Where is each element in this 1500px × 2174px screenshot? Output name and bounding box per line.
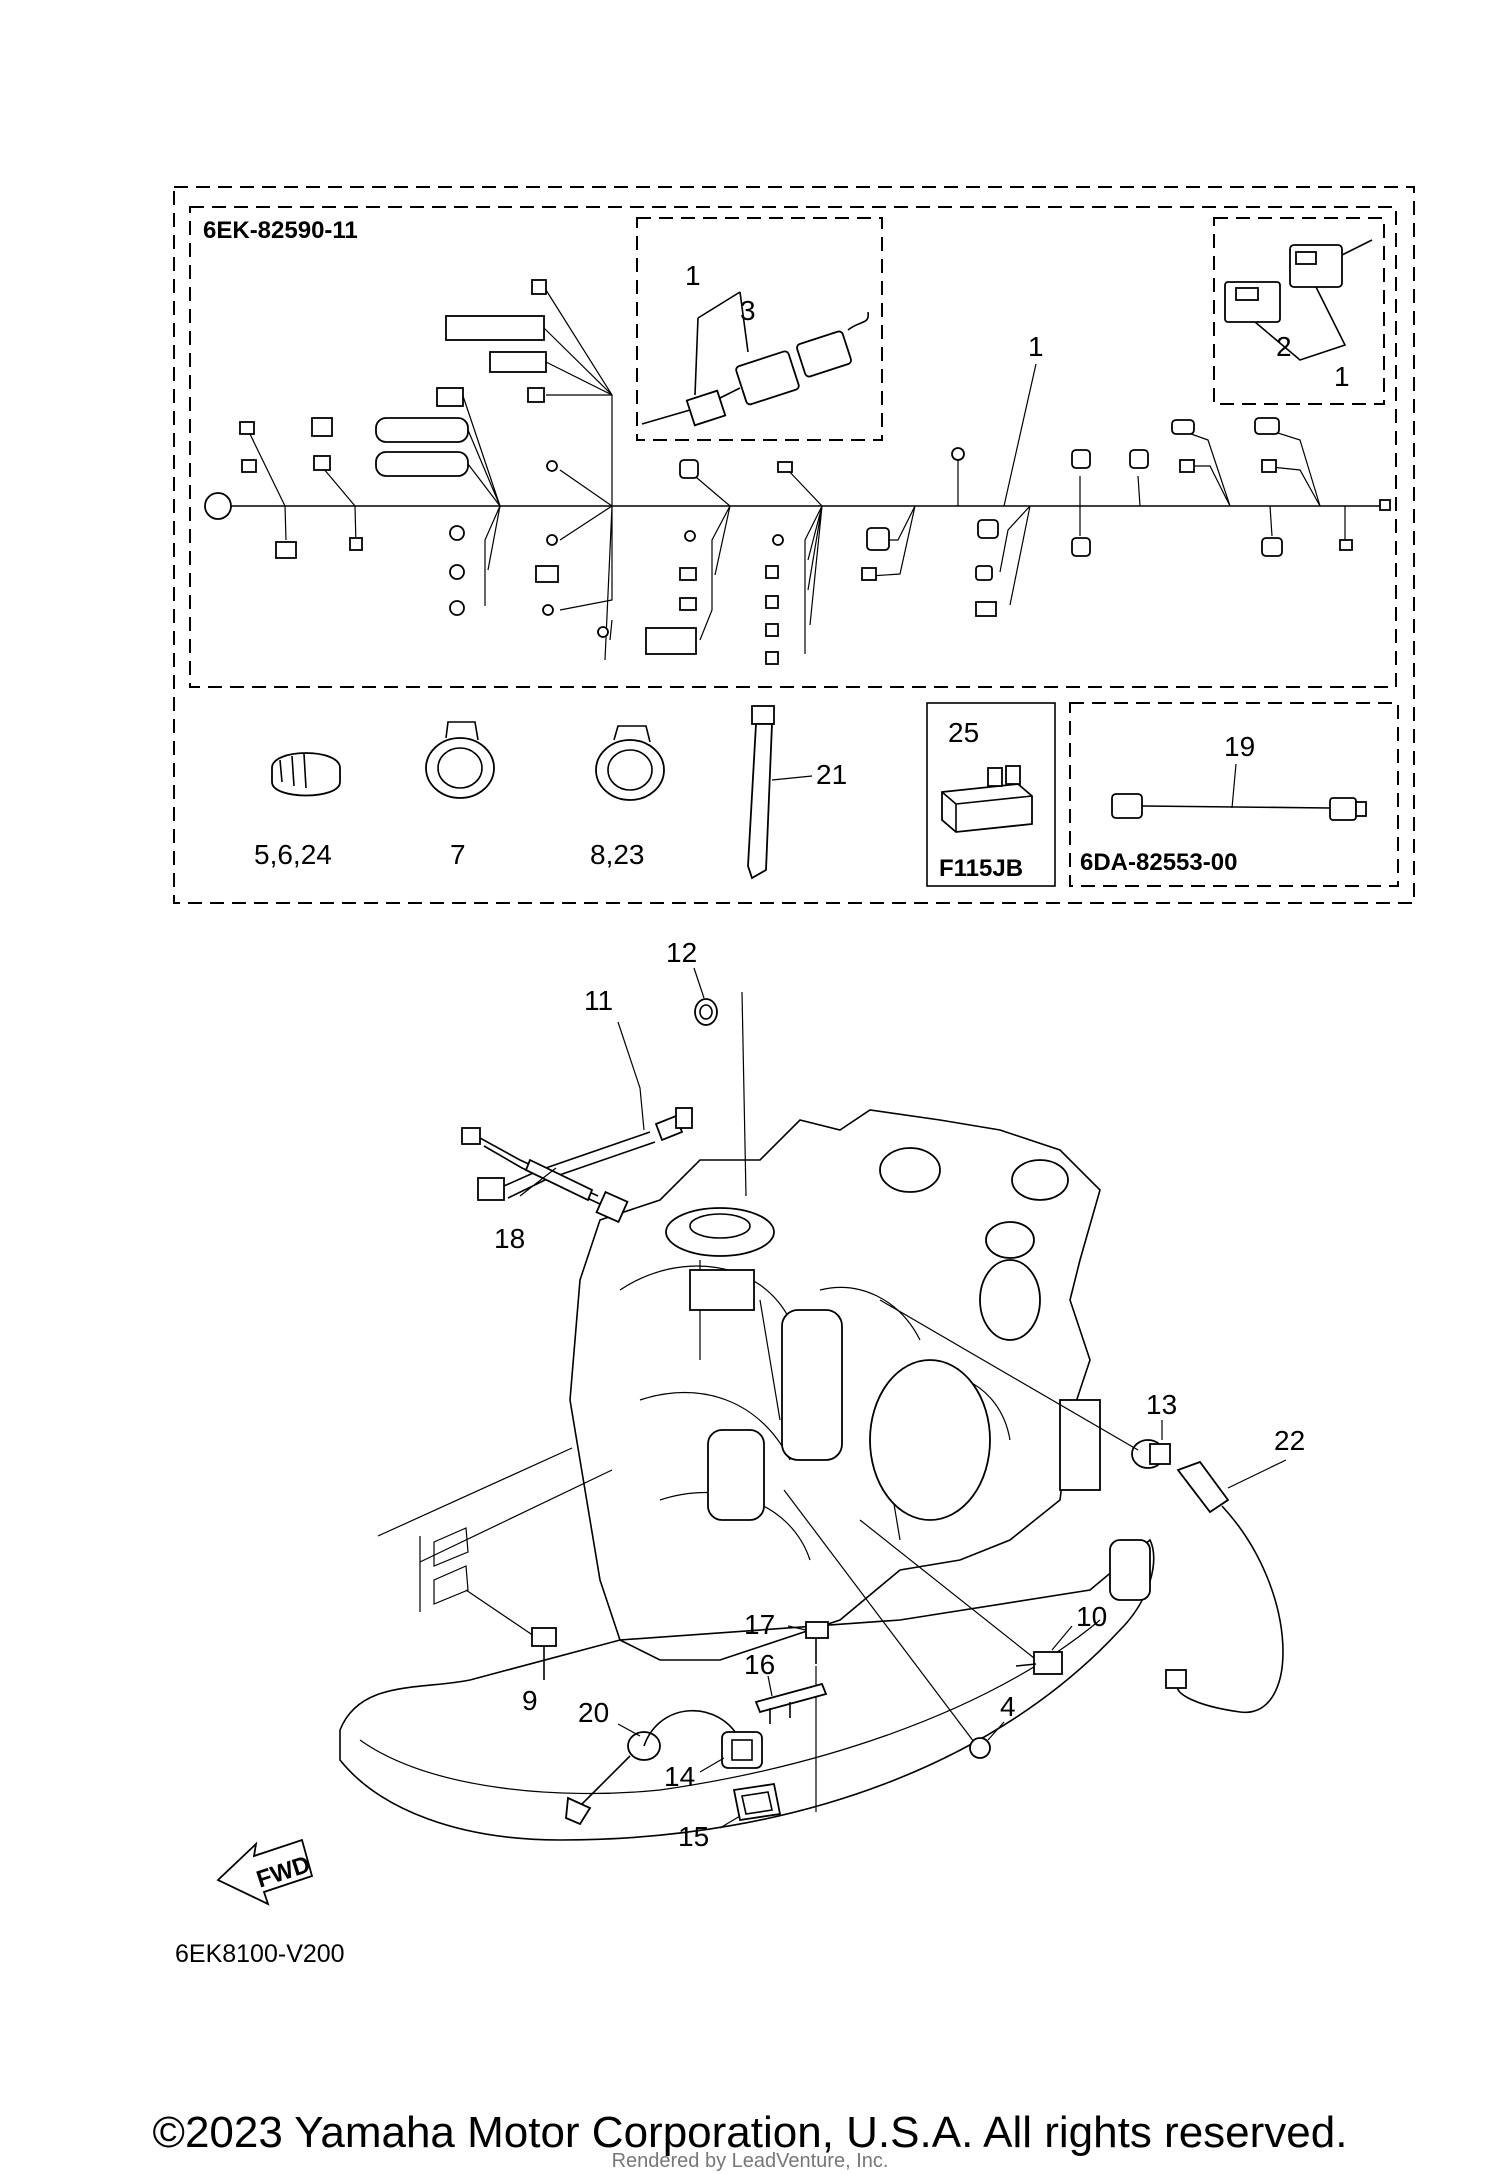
leader-17 [787,1625,807,1631]
callout-7: 7 [450,839,466,870]
callout-22: 22 [1274,1425,1305,1456]
callout-4: 4 [1000,1691,1016,1722]
leader-12 [693,967,705,999]
subharness-19-drawing [1111,793,1367,821]
rendered-by-notice: Rendered by LeadVenture, Inc. [611,2150,889,2172]
leader-16 [767,1675,773,1697]
callout-10: 10 [1076,1601,1107,1632]
callout-20: 20 [578,1697,609,1728]
relay-25-drawing [941,765,1033,833]
callout-5-6-24: 5,6,24 [254,839,332,870]
leader-14 [699,1757,725,1773]
leader-21 [771,775,813,781]
clamp-8-23 [595,725,665,801]
callout-2: 2 [1276,331,1292,362]
lead-22 [1165,1460,1284,1713]
leader-10 [1051,1625,1073,1651]
callout-14: 14 [664,1761,695,1792]
leader-15 [719,1815,741,1829]
callout-25: 25 [948,717,979,748]
coupler-3-drawing [641,291,870,427]
callout-1-main: 1 [1028,331,1044,362]
outer-kit-border [173,186,1415,904]
sensor-18 [461,1127,629,1224]
subharness-code-label: 6DA-82553-00 [1080,849,1237,876]
bracket-16 [754,1682,828,1724]
subharness-box-border [1069,702,1399,887]
callout-1-sub-b: 1 [1334,361,1350,392]
main-harness-drawing [204,279,1391,665]
leader-4 [987,1721,1005,1741]
cover-15 [732,1782,782,1822]
callout-18: 18 [494,1223,525,1254]
leader-20 [617,1723,641,1737]
coupler-2-drawing [1224,239,1373,361]
callout-3: 3 [740,295,756,326]
leader-11 [617,1021,645,1131]
engine-assembly [339,1109,1155,1841]
fwd-arrow[interactable]: FWD [216,1838,314,1906]
callout-1-sub-a: 1 [685,260,701,291]
harness-code-label: 6EK-82590-11 [203,217,358,244]
detail-box-coupler-2 [1213,217,1385,405]
relay-box-border [926,702,1056,887]
bolt-10 [1015,1651,1063,1675]
callout-13: 13 [1146,1389,1177,1420]
switch-13 [1131,1439,1171,1469]
callout-16: 16 [744,1649,775,1680]
callout-15: 15 [678,1821,709,1852]
bottom-cowling [339,1538,1155,1841]
detail-box-coupler-3 [636,217,883,441]
band-21 [747,705,775,880]
leader-19 [1231,763,1237,809]
callout-9: 9 [522,1685,538,1716]
drawing-code-label: 6EK8100-V200 [175,1940,345,1968]
bolt-9 [531,1627,557,1680]
harness-kit-section: 6EK-82590-11 1 3 2 1 [173,186,1415,904]
callout-17: 17 [744,1609,775,1640]
callout-19: 19 [1224,731,1255,762]
callout-8-23: 8,23 [590,839,645,870]
screw-17 [805,1621,829,1664]
connector-14 [721,1731,763,1769]
harness-inner-border [189,206,1397,688]
copyright-notice: ©2023 Yamaha Motor Corporation, U.S.A. A… [152,2108,1348,2157]
leader-18 [519,1167,557,1197]
model-code-label: F115JB [939,855,1023,882]
callout-12: 12 [666,937,697,968]
wire-20 [565,1709,741,1826]
screw-4 [969,1737,991,1759]
leader-22 [1227,1459,1287,1489]
callout-21: 21 [816,759,847,790]
callout-11: 11 [584,985,613,1016]
gasket-12 [694,998,718,1026]
clamp-5-6-24 [271,752,341,797]
clamp-7 [425,721,495,799]
